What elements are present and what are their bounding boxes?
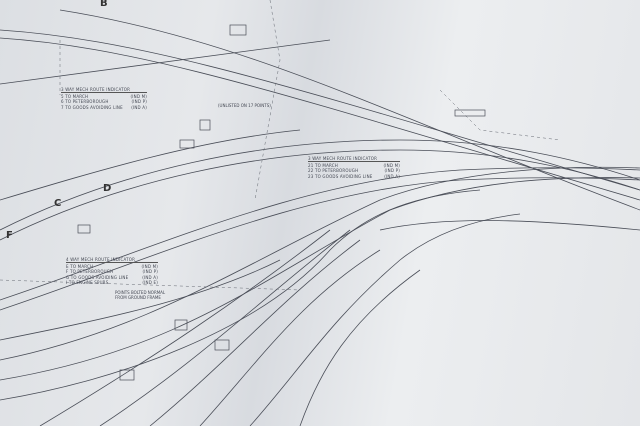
track-line <box>0 37 640 201</box>
indicator-code: (IND M) <box>141 264 158 270</box>
track-line <box>0 129 301 201</box>
indicator-code: (IND A) <box>384 173 400 179</box>
indicator-title: 4 WAY MECH ROUTE INDICATOR <box>66 257 158 264</box>
indicator-code: (IND A) <box>142 274 158 280</box>
track-line <box>59 9 640 211</box>
signal-box <box>214 339 230 351</box>
unlisted-note: (UNLISTED ON 17 POINTS) <box>218 103 271 108</box>
route-indicator-box: 3 WAY MECH ROUTE INDICATOR 5 TO MARCH (IN… <box>61 87 147 110</box>
signal-box <box>229 24 247 36</box>
track-line <box>0 177 640 381</box>
indicator-route: I TO ENGINE SPURS <box>66 279 109 285</box>
points-bolted-note: POINTS BOLTED NORMAL FROM GROUND FRAME <box>115 290 166 300</box>
signal-box <box>174 319 188 331</box>
dashed-line <box>439 89 561 141</box>
indicator-code: (IND E) <box>142 279 158 285</box>
track-line <box>0 259 281 341</box>
route-indicator-box: 3 WAY MECH ROUTE INDICATOR 21 TO MARCH (I… <box>308 156 400 179</box>
signal-box <box>179 139 195 149</box>
track-line <box>0 177 640 311</box>
indicator-route: F TO PETERBOROUGH <box>66 269 114 275</box>
indicator-code: (IND P) <box>384 168 400 174</box>
indicator-title: 3 WAY MECH ROUTE INDICATOR <box>61 87 147 94</box>
indicator-route: 5 TO MARCH <box>61 94 89 100</box>
indicator-route: E TO MARCH <box>66 264 94 270</box>
track-line <box>249 213 521 426</box>
route-letter-b: B <box>100 0 108 9</box>
track-line <box>0 167 640 301</box>
signal-box <box>454 109 486 117</box>
dashed-line <box>0 279 301 291</box>
signal-box <box>199 119 211 131</box>
track-line <box>379 220 640 231</box>
indicator-route: 22 TO PETERBOROUGH <box>308 168 359 174</box>
track-line <box>39 229 331 426</box>
route-letter-c: C <box>54 198 62 209</box>
indicator-code: (IND P) <box>142 269 158 275</box>
indicator-route: 7 TO GOODS AVOIDING LINE <box>61 104 123 110</box>
signal-box <box>77 224 91 234</box>
indicator-route: 6 TO PETERBOROUGH <box>61 99 109 105</box>
track-line <box>0 149 640 241</box>
indicator-code: (IND P) <box>131 99 147 105</box>
track-line <box>149 239 361 426</box>
route-letter-d: D <box>103 183 112 194</box>
track-line <box>0 39 331 85</box>
track-line <box>299 269 421 426</box>
indicator-code: (IND M) <box>130 94 147 100</box>
route-indicator-box: 4 WAY MECH ROUTE INDICATOR E TO MARCH (IN… <box>66 257 158 285</box>
route-letter-f: F <box>6 230 13 241</box>
track-line <box>199 249 381 426</box>
indicator-code: (IND A) <box>131 104 147 110</box>
indicator-route: 23 TO GOODS AVOIDING LINE <box>308 173 373 179</box>
indicator-title: 3 WAY MECH ROUTE INDICATOR <box>308 156 400 163</box>
dashed-line <box>254 0 281 201</box>
track-line <box>0 29 640 191</box>
track-line <box>99 229 351 426</box>
track-line <box>0 189 481 401</box>
indicator-route: G TO GOODS AVOIDING LINE <box>66 274 129 280</box>
indicator-route: 21 TO MARCH <box>308 163 338 169</box>
signal-box <box>119 369 135 381</box>
indicator-code: (IND M) <box>383 163 400 169</box>
track-line <box>0 166 640 361</box>
track-line <box>0 139 640 231</box>
